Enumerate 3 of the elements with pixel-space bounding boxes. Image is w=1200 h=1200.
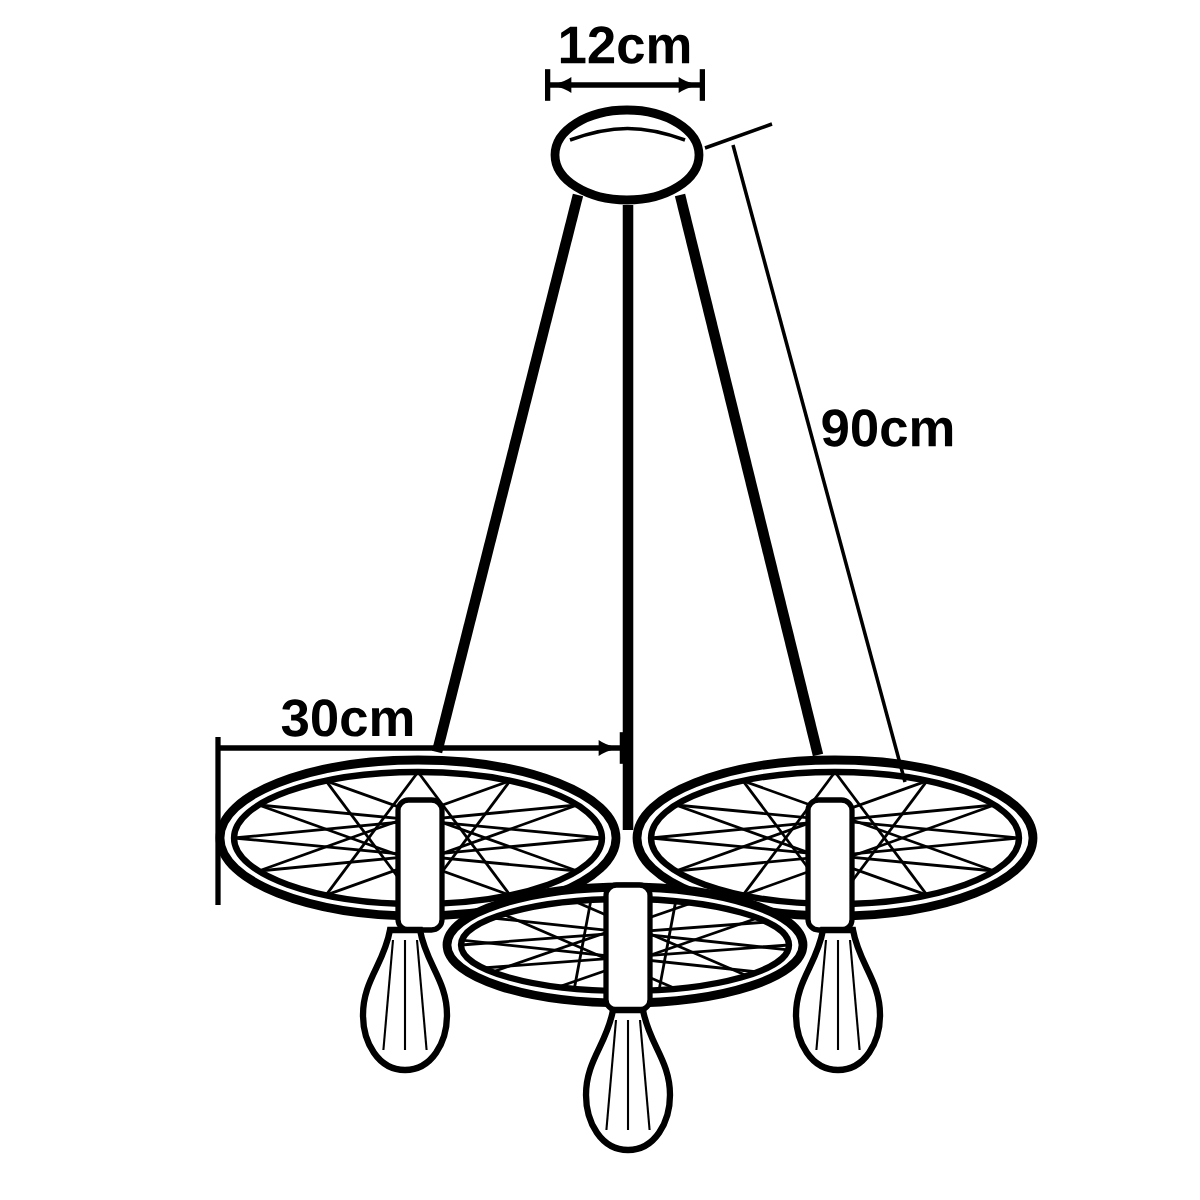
dimension-label: 12cm: [560, 26, 690, 64]
dimension-label: 90cm: [822, 409, 953, 447]
dimension-label: 30cm: [281, 699, 413, 737]
